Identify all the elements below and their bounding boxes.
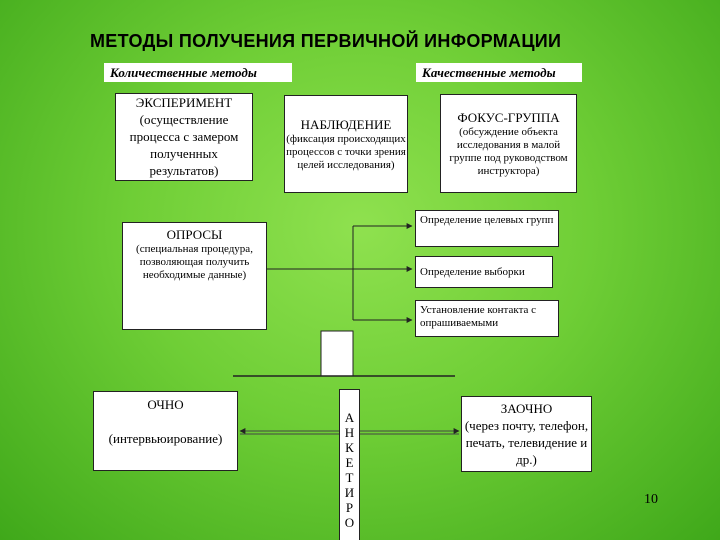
in-person-box: ОЧНО (интервьюирование): [93, 391, 238, 471]
experiment-box: ЭКСПЕРИМЕНТ (осуществление процесса с за…: [115, 93, 253, 181]
experiment-description: (осуществление процесса с замером получе…: [129, 112, 239, 178]
observation-box: НАБЛЮДЕНИЕ (фиксация происходящих процес…: [284, 95, 408, 193]
in-person-description: (интервьюирование): [108, 431, 223, 446]
questionnaire-letter: К: [345, 440, 354, 455]
remote-description: (через почту, телефон, печать, телевиден…: [464, 418, 589, 467]
questionnaire-vertical-label: А Н К Е Т И Р О: [339, 389, 360, 540]
survey-step-sample: Определение выборки: [415, 256, 553, 288]
focus-group-description: (обсуждение объекта исследования в малой…: [449, 125, 568, 177]
questionnaire-letter: А: [344, 410, 355, 425]
survey-step-target-groups: Определение целевых групп: [415, 210, 559, 247]
experiment-title: ЭКСПЕРИМЕНТ: [135, 95, 233, 110]
questionnaire-letter: И: [344, 485, 355, 500]
observation-description: (фиксация происходящих процессов с точки…: [286, 132, 406, 171]
quantitative-methods-label: Количественные методы: [104, 63, 292, 82]
questionnaire-letter: Т: [345, 470, 354, 485]
remote-title: ЗАОЧНО: [500, 401, 553, 416]
observation-title: НАБЛЮДЕНИЕ: [300, 116, 392, 132]
remote-box: ЗАОЧНО (через почту, телефон, печать, те…: [461, 396, 592, 472]
questionnaire-letter: Р: [345, 500, 354, 515]
survey-branch-lines: [267, 223, 413, 323]
survey-step-contact: Установление контакта с опрашиваемыми: [415, 300, 559, 337]
questionnaire-letter: О: [344, 515, 355, 530]
slide-title: МЕТОДЫ ПОЛУЧЕНИЯ ПЕРВИЧНОЙ ИНФОРМАЦИИ: [90, 31, 562, 51]
surveys-title: ОПРОСЫ: [166, 227, 223, 242]
qualitative-methods-label: Качественные методы: [416, 63, 582, 82]
focus-group-title: ФОКУС-ГРУППА: [457, 109, 560, 125]
questionnaire-letter: Н: [344, 425, 355, 440]
in-person-title: ОЧНО: [147, 397, 184, 412]
page-number: 10: [644, 492, 658, 507]
focus-group-box: ФОКУС-ГРУППА (обсуждение объекта исследо…: [440, 94, 577, 193]
surveys-description: (специальная процедура, позволяющая полу…: [136, 243, 253, 281]
questionnaire-letter: Е: [345, 455, 354, 470]
distribution-bar: [233, 330, 455, 377]
surveys-box: ОПРОСЫ (специальная процедура, позволяющ…: [122, 222, 267, 330]
